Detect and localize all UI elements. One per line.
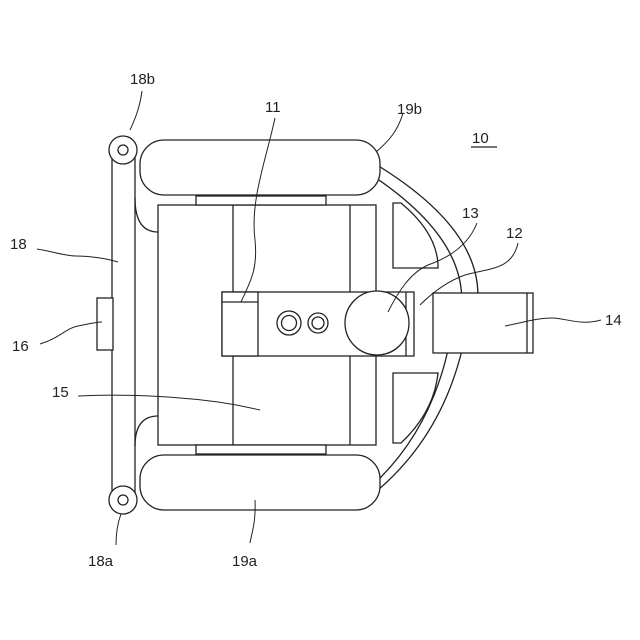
label-sensor: 13: [462, 205, 479, 222]
connector-block: [97, 298, 113, 350]
label-frame: 18: [10, 236, 27, 253]
label-roller-top: 19b: [397, 101, 422, 118]
carrier-bar: [222, 291, 414, 356]
upper-window: [393, 203, 438, 268]
label-mainboard: 11: [265, 99, 281, 116]
label-figure-number: 10: [472, 130, 489, 147]
upper-bracket: [135, 198, 158, 232]
roller-top: [140, 140, 380, 195]
label-prism: 14: [605, 312, 622, 329]
label-lens-barrel: 12: [506, 225, 523, 242]
sensor-disc: [345, 291, 409, 355]
label-roller-bottom: 19a: [232, 553, 258, 570]
label-pivot-bottom: 18a: [88, 553, 114, 570]
lower-bracket: [135, 416, 158, 446]
roller-bottom: [140, 455, 380, 510]
label-connector: 16: [12, 338, 29, 355]
label-pivot-top: 18b: [130, 71, 155, 88]
label-body: 15: [52, 384, 69, 401]
